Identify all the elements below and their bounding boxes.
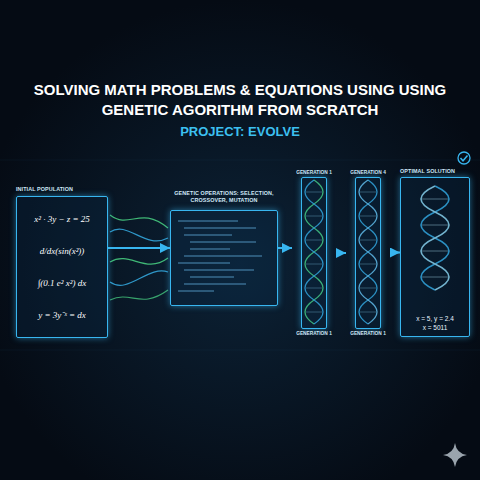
node-box: GENETIC OPERATIONS: SELECTION, CROSSOVER… [170,190,278,306]
panel-box: x² · 3y − z = 25 d/dx(sin(x²)) ∫(0.1 e² x²… [16,196,108,338]
solution-text: x = 5011 [423,324,448,332]
subtitle-text: PROJECT: EVOLVE [20,124,460,139]
equation-text: y = 3y⁻ˣ = dx [38,310,86,321]
solution-text: x = 5, y = 2.4 [416,315,454,323]
equation-text: ∫(0.1 e² x²) dx [38,278,86,289]
panel-box: x = 5, y = 2.4x = 5011 [400,177,470,337]
flow-arrow [336,252,346,254]
section-heading: INITIAL POPULATION [16,186,108,196]
node-box: GENERATION 4 GENERATION 1 [346,168,390,338]
generation-column [301,177,327,329]
title-text: SOLVING MATH PROBLEMS & EQUATIONS USING … [20,80,460,119]
flow-arrow [278,247,292,249]
generation-label: GENERATION 1 [292,168,336,177]
node-box: GENERATION 1 GENERATION 1 [292,168,336,338]
panel-box [170,210,278,306]
equation-text: d/dx(sin(x²)) [40,246,85,257]
sparkle-icon [443,443,467,467]
generation-label: GENERATION 4 [346,168,390,177]
generation-column [355,177,381,329]
section-heading: GENETIC OPERATIONS: SELECTION, CROSSOVER… [170,190,278,210]
grid-lines [0,160,480,350]
generation-label: GENERATION 1 [346,329,390,338]
flow-arrow [108,247,170,249]
flow-arrow [390,252,400,254]
generation-label: GENERATION 1 [292,329,336,338]
equation-text: x² · 3y − z = 25 [34,214,90,225]
check-icon [458,152,470,164]
node-box: INITIAL POPULATION x² · 3y − z = 25 d/dx(s… [16,186,108,338]
section-heading: OPTIMAL SOLUTION [400,168,470,177]
node-box: OPTIMAL SOLUTIONx = 5, y = 2.4x = 5011 [400,168,470,337]
dna-strands [110,215,168,300]
